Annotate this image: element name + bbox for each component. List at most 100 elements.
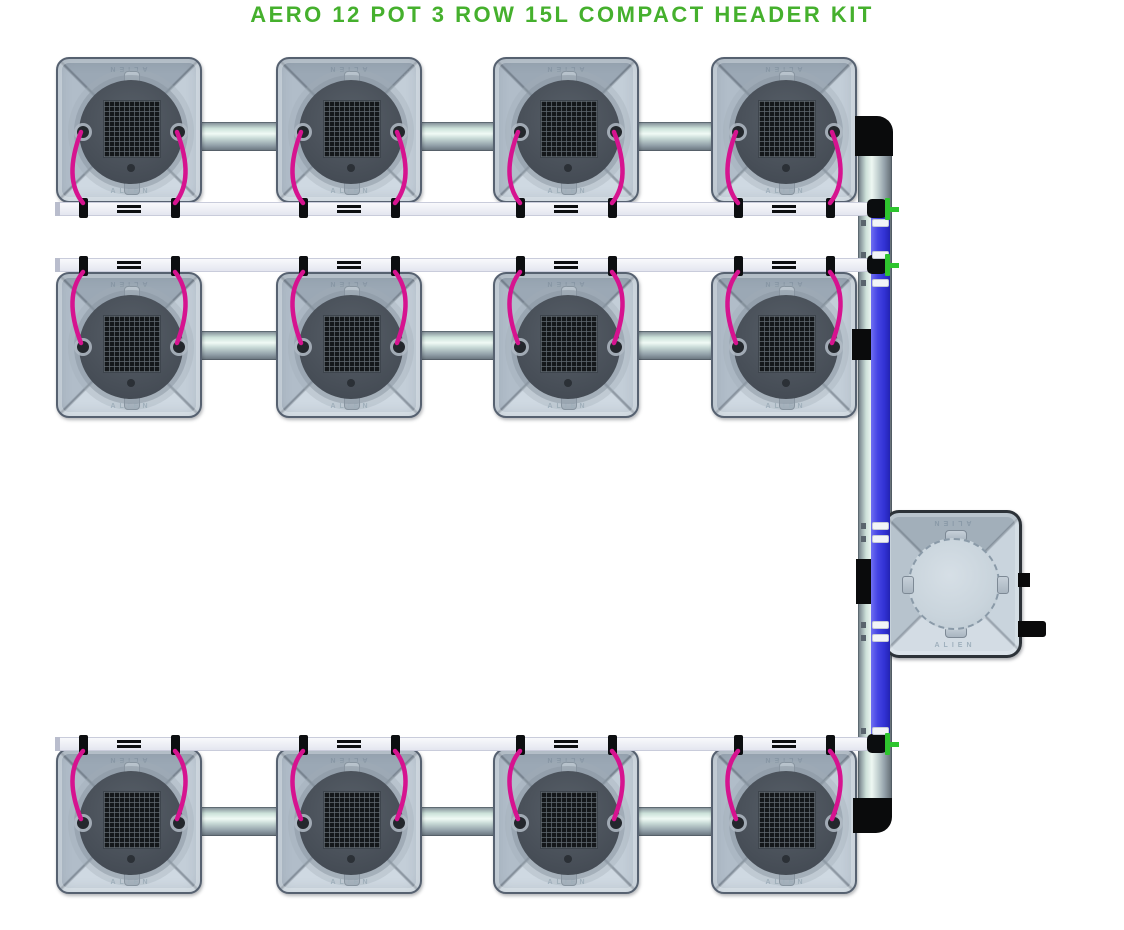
pot-lid-mesh [103, 315, 161, 373]
feed-pipe-segment [639, 331, 711, 360]
pot-lid-circle [516, 771, 620, 875]
tube-clip [515, 735, 525, 755]
pot-lid-mesh [323, 791, 381, 849]
tube-port-left [514, 817, 526, 829]
rail-marker [772, 210, 796, 213]
pot-lid-drain-dot [127, 164, 135, 172]
grow-pot: ALIEN ALIEN [711, 748, 857, 894]
pot-brand-label-top: ALIEN [326, 65, 368, 72]
pot-brand-label-top: ALIEN [761, 280, 803, 287]
tube-port-left [77, 817, 89, 829]
feed-pipe-segment [639, 122, 711, 151]
pipe-coupling [872, 634, 889, 642]
tank-brand-label-top: ALIEN [930, 519, 972, 526]
pot-lid-mesh [323, 315, 381, 373]
tube-clip [390, 735, 400, 755]
tank-lid-clip-left [902, 576, 914, 594]
rail-marker [337, 205, 361, 208]
tube-clip [515, 198, 525, 218]
feed-pipe-segment [422, 807, 493, 836]
pipe-coupling-tick [861, 220, 866, 226]
tube-clip [390, 198, 400, 218]
pot-brand-label-bottom: ALIEN [547, 188, 589, 195]
pot-brand-label-bottom: ALIEN [765, 403, 807, 410]
tube-port-left [297, 341, 309, 353]
pot-lid-circle [734, 295, 838, 399]
tube-port-right [610, 817, 622, 829]
pot-brand-label-bottom: ALIEN [765, 879, 807, 886]
pot-lid-circle [734, 80, 838, 184]
rail-marker [772, 205, 796, 208]
pipe-coupling-tick [861, 523, 866, 529]
grow-pot: ALIEN ALIEN [493, 272, 639, 418]
tube-clip [170, 256, 180, 276]
pot-lid-drain-dot [782, 379, 790, 387]
pot-lid-circle [79, 295, 183, 399]
tube-clip [733, 735, 743, 755]
rail-marker [554, 210, 578, 213]
pot-brand-label-top: ALIEN [106, 280, 148, 287]
pot-brand-label-bottom: ALIEN [547, 403, 589, 410]
feed-pipe-segment [202, 807, 276, 836]
pot-lid-mesh [323, 100, 381, 158]
pipe-coupling-tick [861, 252, 866, 258]
pot-brand-label-top: ALIEN [761, 756, 803, 763]
tube-port-right [393, 341, 405, 353]
pot-lid-drain-dot [564, 379, 572, 387]
pipe-coupling [872, 621, 889, 629]
tube-port-left [732, 817, 744, 829]
tube-clip [78, 256, 88, 276]
drain-rail-end-cap [55, 737, 60, 751]
feed-pipe-segment [422, 331, 493, 360]
tube-clip [607, 198, 617, 218]
rail-manifold-clip [867, 734, 887, 753]
tank-connector-fitting [856, 559, 872, 604]
tank-lid-clip-right [997, 576, 1009, 594]
tube-port-right [173, 341, 185, 353]
header-tank: ALIEN ALIEN [884, 510, 1046, 658]
feed-pipe-segment [202, 122, 276, 151]
pipe-coupling [872, 535, 889, 543]
rail-marker [772, 745, 796, 748]
tube-clip [170, 198, 180, 218]
tube-port-left [732, 126, 744, 138]
pot-lid-circle [299, 295, 403, 399]
rail-marker [117, 740, 141, 743]
rail-manifold-clip [867, 255, 887, 274]
pot-lid-mesh [103, 100, 161, 158]
pot-lid-mesh [103, 791, 161, 849]
drain-rail-end-cap [55, 258, 60, 272]
tube-port-right [393, 817, 405, 829]
pot-brand-label-bottom: ALIEN [110, 403, 152, 410]
pot-lid-drain-dot [564, 164, 572, 172]
tank-outlet-large [1018, 621, 1046, 637]
tube-port-left [297, 817, 309, 829]
pot-brand-label-top: ALIEN [761, 65, 803, 72]
green-tee-valve-stub [890, 263, 899, 268]
pipe-coupling [872, 727, 889, 735]
rail-marker [554, 261, 578, 264]
pot-brand-label-bottom: ALIEN [330, 879, 372, 886]
tube-port-right [828, 126, 840, 138]
pipe-coupling-tick [861, 536, 866, 542]
tube-clip [390, 256, 400, 276]
pot-brand-label-top: ALIEN [543, 280, 585, 287]
rail-marker [117, 210, 141, 213]
tank-outlet-small [1018, 573, 1030, 587]
pot-brand-label-top: ALIEN [106, 756, 148, 763]
rail-marker [554, 740, 578, 743]
pot-lid-drain-dot [127, 379, 135, 387]
green-tee-valve [885, 733, 890, 755]
tube-port-left [297, 126, 309, 138]
tube-port-left [514, 126, 526, 138]
tube-port-left [514, 341, 526, 353]
tube-port-right [828, 817, 840, 829]
rail-marker [337, 740, 361, 743]
pot-lid-circle [299, 771, 403, 875]
tube-port-right [610, 126, 622, 138]
green-tee-valve-stub [890, 207, 899, 212]
elbow-fitting-top [855, 116, 893, 156]
rail-marker [117, 745, 141, 748]
